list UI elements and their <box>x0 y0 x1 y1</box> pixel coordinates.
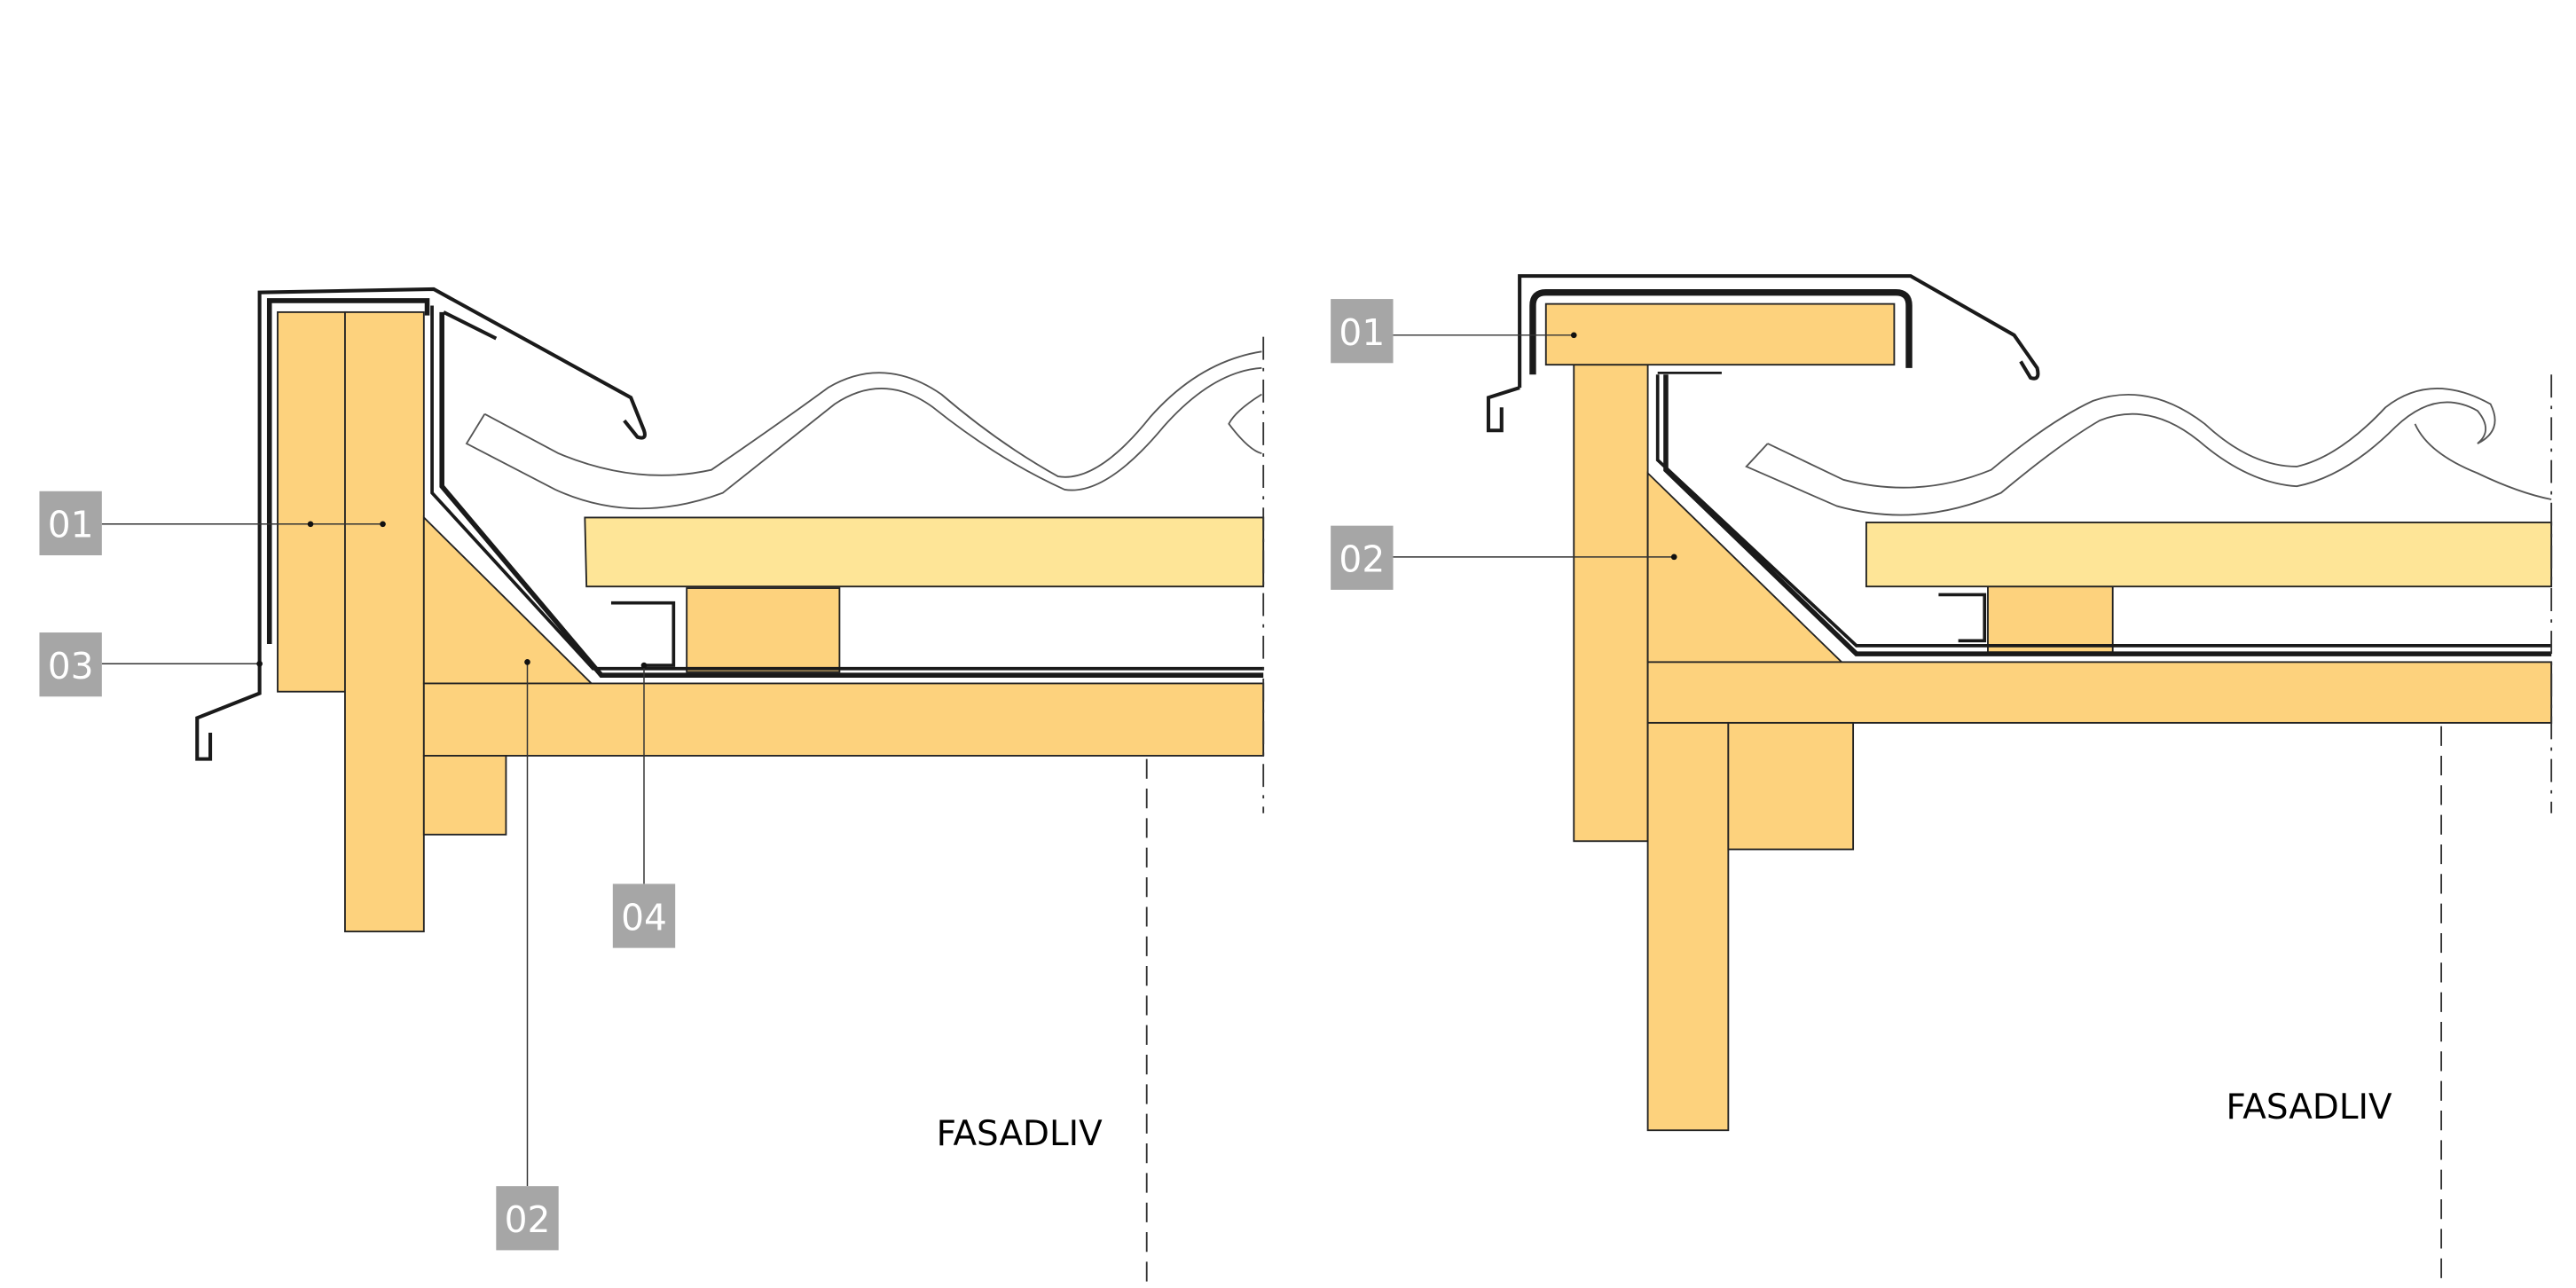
right-counter-batten <box>1987 585 2114 654</box>
left-detail: 01 03 04 02 FASADLIV <box>39 287 1265 1282</box>
right-nailer <box>1727 721 1855 851</box>
left-fascia-board-inner <box>344 310 425 933</box>
left-leader-01-dot-b <box>380 521 386 528</box>
right-fascia-board <box>1573 364 1649 843</box>
left-rafter <box>422 682 1265 757</box>
left-facade-label: FASADLIV <box>937 1114 1103 1154</box>
right-inner-flashing <box>1529 288 1912 375</box>
svg-text:01: 01 <box>48 504 94 546</box>
right-underlay-membrane <box>1655 374 2552 648</box>
right-post <box>1646 721 1730 1132</box>
left-leader-01-dot-a <box>307 521 314 528</box>
svg-text:03: 03 <box>48 645 94 687</box>
right-callout-02: 02 <box>1331 525 1394 590</box>
left-callout-01: 01 <box>39 491 102 555</box>
right-cant-strip <box>1646 471 1844 664</box>
roof-tile-icon <box>1745 388 2552 516</box>
left-callout-04: 04 <box>612 884 676 948</box>
left-leader-02-dot <box>524 659 530 665</box>
svg-text:01: 01 <box>1339 311 1385 354</box>
left-nailer <box>422 755 507 836</box>
right-rafter <box>1646 661 2553 724</box>
left-cant-strip <box>422 515 593 685</box>
left-inner-flashing <box>266 298 430 644</box>
left-edge-flashing <box>195 287 647 761</box>
left-fixing-clip <box>610 601 676 667</box>
right-tile-batten <box>1865 522 2553 588</box>
roof-tile-icon <box>465 350 1262 510</box>
right-leader-01-dot <box>1570 332 1577 339</box>
left-tile-batten <box>584 516 1265 588</box>
svg-text:02: 02 <box>1339 538 1385 581</box>
left-counter-batten <box>686 587 841 673</box>
right-callout-01: 01 <box>1331 299 1394 364</box>
left-underlay-membrane-2 <box>439 311 1264 678</box>
right-detail: 01 02 FASADLIV <box>1331 274 2553 1282</box>
right-underlay-membrane-2 <box>1663 374 2552 656</box>
svg-text:04: 04 <box>621 896 667 939</box>
left-underlay-membrane <box>430 305 1264 671</box>
right-edge-flashing <box>1486 274 2040 433</box>
right-leader-02-dot <box>1670 554 1677 561</box>
right-top-board <box>1544 302 1896 366</box>
left-fascia-board-outer <box>277 310 348 693</box>
left-callout-02: 02 <box>496 1186 559 1251</box>
svg-text:02: 02 <box>505 1198 551 1241</box>
left-leader-03-dot <box>256 660 263 667</box>
left-leader-04-dot <box>640 662 648 669</box>
right-facade-label: FASADLIV <box>2227 1088 2392 1127</box>
right-fixing-clip <box>1938 593 1987 643</box>
left-callout-03: 03 <box>39 632 102 697</box>
